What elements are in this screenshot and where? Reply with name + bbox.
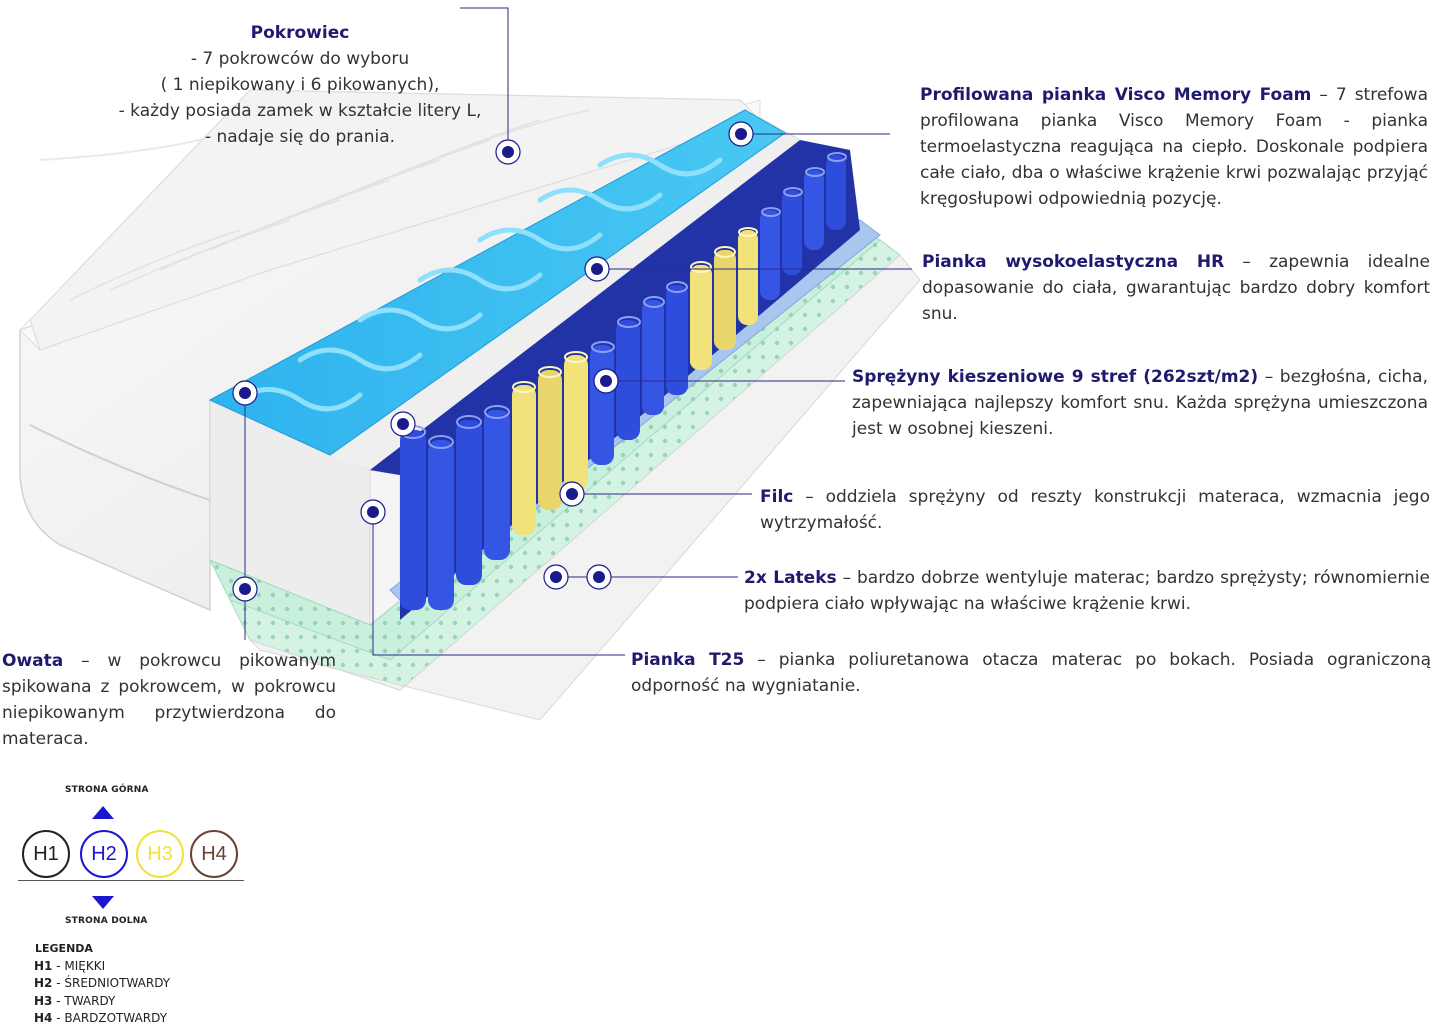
leader-pokrowiec [460,7,509,152]
legend-code: H2 [34,976,53,990]
label-springs-title: Sprężyny kieszeniowe 9 stref (262szt/m2) [852,367,1259,387]
top-side-label: STRONA GÓRNA [65,785,149,795]
marker-owata-bottom [232,576,258,602]
marker-targets [232,121,754,602]
label-springs: Sprężyny kieszeniowe 9 stref (262szt/m2)… [852,364,1428,442]
label-filc: Filc – oddziela sprężyny od reszty konst… [760,484,1430,536]
spring-tops-yellow [512,227,758,393]
visco-foam [208,109,786,456]
legend-label: ŚREDNIOTWARDY [64,976,171,990]
hardness-h2: H2 [80,830,128,878]
label-pokrowiec-line-1: - 7 pokrowców do wyboru [190,49,410,69]
label-pokrowiec: Pokrowiec - 7 pokrowców do wyboru ( 1 ni… [60,20,540,150]
legend-code: H1 [34,959,53,973]
marker-visco [728,121,754,147]
label-t25-title: Pianka T25 [631,650,745,670]
label-visco-text: – 7 strefowa profilowana pianka Visco Me… [920,85,1428,209]
marker-t25 [360,499,386,525]
legend-label: MIĘKKI [64,959,106,973]
leader-t25 [372,512,625,656]
marker-filc [559,481,585,507]
label-hr-text: – zapewnia idealne dopasowanie do ciała,… [922,252,1431,324]
legend-label: TWARDY [64,994,116,1008]
label-pokrowiec-line-2: ( 1 niepikowany i 6 pikowanych), [160,75,440,95]
hardness-divider [18,880,244,881]
marker-latex-1 [543,564,569,590]
label-t25-text: – pianka poliuretanowa otacza materac po… [631,650,1432,696]
legend-item-h2: H2 - ŚREDNIOTWARDY [34,975,170,992]
spring-columns [400,155,846,610]
marker-pokrowiec [495,139,521,165]
label-owata-title: Owata [2,651,64,671]
hardness-h1: H1 [22,830,70,878]
arrow-down-icon [92,896,114,909]
legend-sep: - [52,994,65,1008]
label-visco-title: Profilowana pianka Visco Memory Foam [920,85,1312,105]
legend-sep: - [52,959,65,973]
label-latex-text: – bardzo dobrze wentyluje materac; bardz… [744,568,1430,614]
label-visco: Profilowana pianka Visco Memory Foam – 7… [920,82,1428,212]
hardness-h4: H4 [190,830,238,878]
legend-sep: - [52,976,65,990]
label-latex-title: 2x Lateks [744,568,837,588]
label-owata: Owata – w pokrowcu pikowanym spikowana z… [2,648,336,752]
marker-owata-top [232,380,258,406]
bottom-side-label: STRONA DOLNA [65,916,148,926]
legend-sep: - [52,1011,65,1025]
hardness-h3: H3 [136,830,184,878]
label-owata-text: – w pokrowcu pikowanym spikowana z pokro… [2,651,336,749]
label-filc-text: – oddziela sprężyny od reszty konstrukcj… [760,487,1430,533]
label-latex: 2x Lateks – bardzo dobrze wentyluje mate… [744,565,1430,617]
marker-springs-2 [390,411,416,437]
label-hr: Pianka wysokoelastyczna HR – zapewnia id… [922,249,1430,327]
legend-item-h1: H1 - MIĘKKI [34,958,105,975]
marker-latex-2 [586,564,612,590]
label-springs-text: – bezgłośna, cicha, zapewniająca najleps… [852,367,1429,439]
arrow-up-icon [92,806,114,819]
legend-code: H4 [34,1011,53,1025]
label-pokrowiec-title: Pokrowiec [250,23,350,43]
legend-item-h4: H4 - BARDZOTWARDY [34,1010,167,1027]
label-filc-title: Filc [760,487,794,507]
label-pokrowiec-line-3: - każdy posiada zamek w kształcie litery… [118,101,482,121]
hardness-scale: STRONA GÓRNA H1 H2 H3 H4 STRONA DOLNA [0,780,260,940]
label-hr-title: Pianka wysokoelastyczna HR [922,252,1225,272]
marker-springs [593,368,619,394]
legend-label: BARDZOTWARDY [64,1011,168,1025]
legend-title: LEGENDA [35,942,93,955]
legend-code: H3 [34,994,53,1008]
label-t25: Pianka T25 – pianka poliuretanowa otacza… [631,647,1431,699]
leader-lines [244,7,912,656]
bottom-foam [249,254,921,721]
legend-item-h3: H3 - TWARDY [34,993,115,1010]
marker-hr [584,256,610,282]
label-pokrowiec-line-4: - nadaje się do prania. [204,127,396,147]
